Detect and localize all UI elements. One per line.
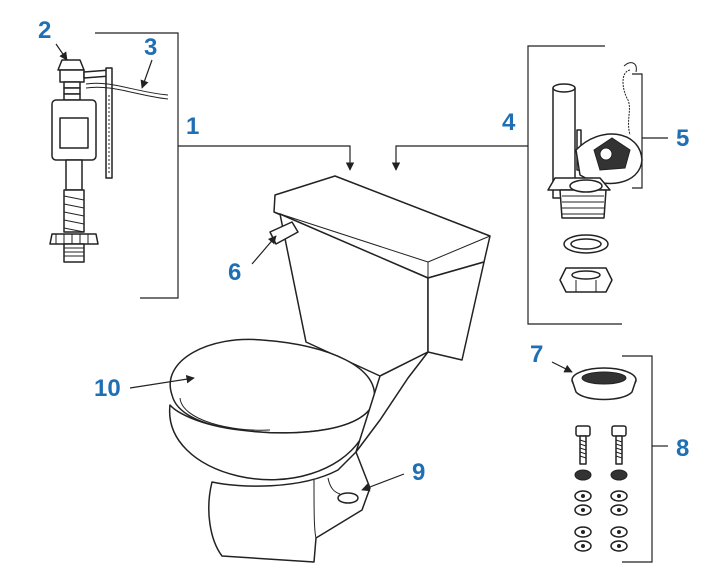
fill-valve-bracket: [95, 32, 179, 299]
callout-3: 3: [144, 34, 157, 61]
fill-valve-illustration: [49, 32, 179, 299]
callout-6: 6: [228, 259, 241, 286]
flush-valve-illustration: [527, 45, 643, 325]
bowl-base: [208, 451, 371, 563]
toilet-illustration: [168, 175, 491, 563]
callout-1: 1: [186, 113, 199, 140]
flapper-bracket: [632, 73, 643, 189]
callout-2: 2: [38, 17, 51, 44]
callout-7: 7: [530, 341, 543, 368]
bolt-cap: [337, 492, 359, 504]
callout-9: 9: [412, 459, 425, 486]
leader-lines: [55, 43, 573, 492]
flush-valve-bracket: [527, 45, 622, 325]
bolt-kit-bracket: [622, 355, 653, 563]
callout-10: 10: [94, 375, 121, 402]
callout-5: 5: [676, 125, 689, 152]
callout-4: 4: [502, 109, 516, 136]
tank-bolt-kit-illustration: [571, 355, 668, 563]
callout-8: 8: [676, 435, 689, 462]
